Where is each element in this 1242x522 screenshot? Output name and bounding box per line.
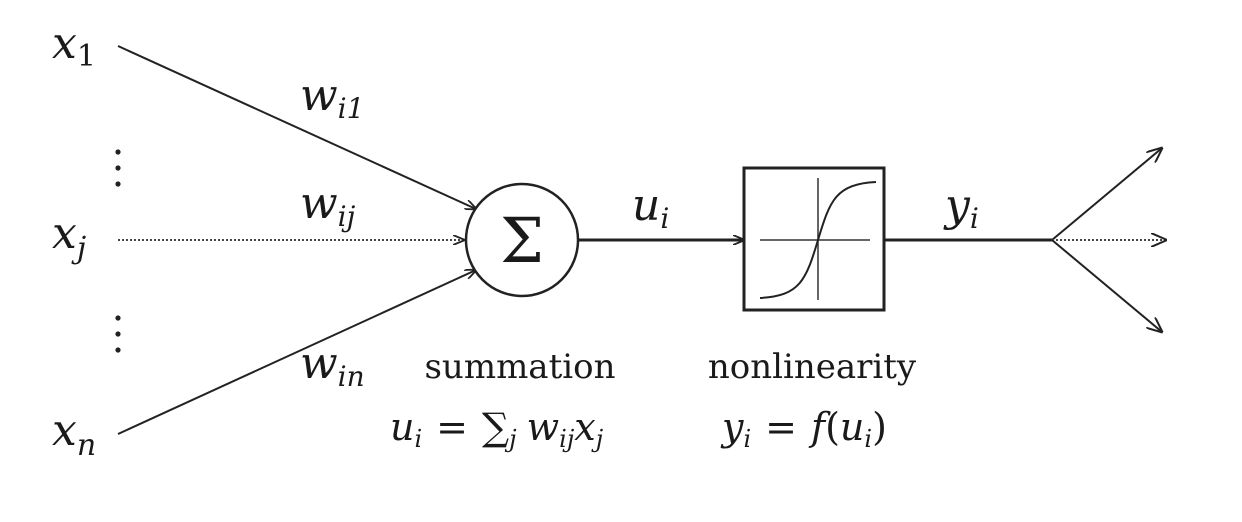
input-x1-label: x1 [52, 18, 96, 74]
weight-wij-label: wij [300, 178, 356, 233]
weight-wi1-label: wi1 [300, 70, 364, 125]
input-xn-label: xn [52, 405, 96, 463]
output-fan-up [1051, 148, 1162, 241]
output-fan-down [1051, 239, 1162, 332]
sigmoid-plot [759, 178, 877, 300]
weight-win-label: win [300, 338, 365, 393]
input-xj-label: xj [52, 208, 86, 266]
summation-symbol: Σ [500, 204, 544, 277]
nonlinearity-caption: nonlinearity [708, 347, 917, 387]
summation-caption: summation [424, 347, 615, 387]
sum-output-ui-label: ui [632, 180, 669, 235]
nonlinearity-formula: yi=f(ui) [720, 405, 887, 453]
ellipsis-lower [115, 315, 121, 353]
nonlinearity-box [742, 166, 886, 312]
ellipsis-upper [115, 149, 121, 187]
output-yi-label: yi [943, 180, 979, 235]
edge-xn-to-sum [117, 270, 476, 435]
edge-x1-to-sum [117, 45, 476, 209]
